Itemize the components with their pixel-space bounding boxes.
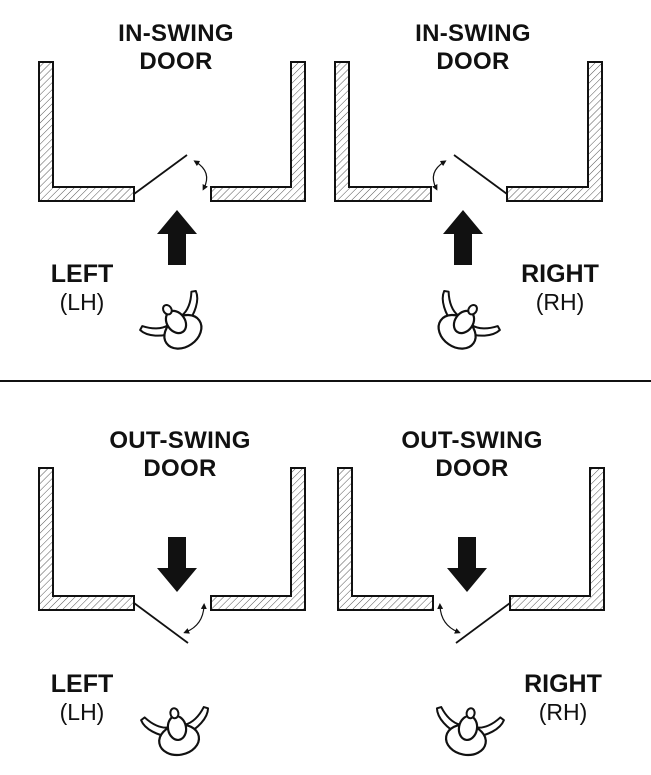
swing-arc-arrow-icon	[437, 603, 461, 634]
hand-label: RIGHT (RH)	[508, 670, 618, 726]
hand-name: RIGHT	[524, 670, 602, 698]
swing-arc-arrow-icon	[431, 160, 447, 191]
panel-inswing-right	[334, 61, 603, 365]
wall-right	[506, 61, 603, 202]
panel-title: OUT-SWING DOOR	[80, 427, 280, 483]
panel-outswing-left	[38, 467, 306, 762]
direction-arrow-icon	[157, 537, 197, 592]
wall-right	[210, 467, 306, 611]
door-leaf	[453, 154, 508, 195]
hand-label: RIGHT (RH)	[505, 260, 615, 316]
door-leaf	[133, 602, 189, 644]
panel-title: IN-SWING DOOR	[383, 20, 563, 76]
panel-title: IN-SWING DOOR	[86, 20, 266, 76]
hand-abbr: (RH)	[538, 699, 588, 725]
hand-abbr: (RH)	[535, 289, 585, 315]
wall-left	[38, 61, 135, 202]
person-icon	[135, 285, 221, 365]
direction-arrow-icon	[443, 210, 483, 265]
title-line-2: DOOR	[139, 48, 213, 75]
hand-name: LEFT	[50, 260, 114, 288]
hand-name: LEFT	[50, 670, 114, 698]
panel-title: OUT-SWING DOOR	[372, 427, 572, 483]
swing-arc-arrow-icon	[183, 603, 207, 634]
hand-abbr: (LH)	[59, 289, 105, 315]
title-line-2: DOOR	[143, 455, 217, 482]
wall-right	[509, 467, 605, 611]
title-line-2: DOOR	[435, 455, 509, 482]
title-line-1: OUT-SWING	[401, 427, 543, 454]
title-line-1: IN-SWING	[415, 20, 531, 47]
door-leaf	[133, 154, 188, 195]
hand-label: LEFT (LH)	[30, 670, 134, 726]
hand-name: RIGHT	[521, 260, 599, 288]
direction-arrow-icon	[157, 210, 197, 265]
wall-left	[337, 467, 434, 611]
swing-arc-arrow-icon	[193, 160, 209, 191]
door-leaf	[455, 602, 511, 644]
person-icon	[428, 701, 507, 762]
person-icon	[138, 701, 217, 762]
hand-label: LEFT (LH)	[30, 260, 134, 316]
wall-left	[38, 467, 135, 611]
wall-right	[210, 61, 306, 202]
person-icon	[419, 285, 505, 365]
direction-arrow-icon	[447, 537, 487, 592]
panel-inswing-left	[38, 61, 306, 365]
panel-outswing-right	[337, 467, 605, 762]
hand-abbr: (LH)	[59, 699, 105, 725]
title-line-2: DOOR	[436, 48, 510, 75]
wall-left	[334, 61, 432, 202]
title-line-1: IN-SWING	[118, 20, 234, 47]
title-line-1: OUT-SWING	[109, 427, 251, 454]
